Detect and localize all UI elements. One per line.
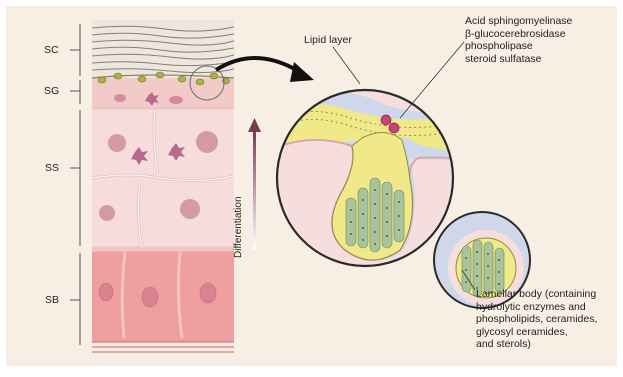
enzyme-label: steroid sulfatase bbox=[465, 53, 572, 66]
layer-label-sc: SC bbox=[44, 44, 59, 57]
layer-label-sg: SG bbox=[44, 85, 59, 98]
enzyme-label: phospholipase bbox=[465, 40, 572, 53]
lamellar-body-line: phospholipids, ceramides, bbox=[476, 313, 597, 326]
granule-nucleus bbox=[114, 94, 126, 102]
lamellar-body-line: hydrolytic enzymes and bbox=[476, 301, 597, 314]
lamellar-body-caption: Lamellar body (containing hydrolytic enz… bbox=[476, 288, 597, 351]
layer-label-sb: SB bbox=[45, 294, 59, 307]
enzyme-label: Acid sphingomyelinase bbox=[465, 15, 572, 28]
stratum-granulosum bbox=[92, 78, 234, 108]
enzyme-label: β-glucocerebrosidase bbox=[465, 28, 572, 41]
lamellar-body-line: glycosyl ceramides, bbox=[476, 326, 597, 339]
differentiation-label: Differentiation bbox=[233, 196, 244, 258]
layer-label-ss: SS bbox=[45, 162, 59, 175]
lamellar-body-line: Lamellar body (containing bbox=[476, 288, 597, 301]
lamellar-body-line: and sterols) bbox=[476, 338, 597, 351]
enzyme-list: Acid sphingomyelinase β-glucocerebrosida… bbox=[465, 15, 572, 65]
skin-cross-section bbox=[92, 20, 234, 359]
lipid-layer-label: Lipid layer bbox=[304, 34, 352, 47]
